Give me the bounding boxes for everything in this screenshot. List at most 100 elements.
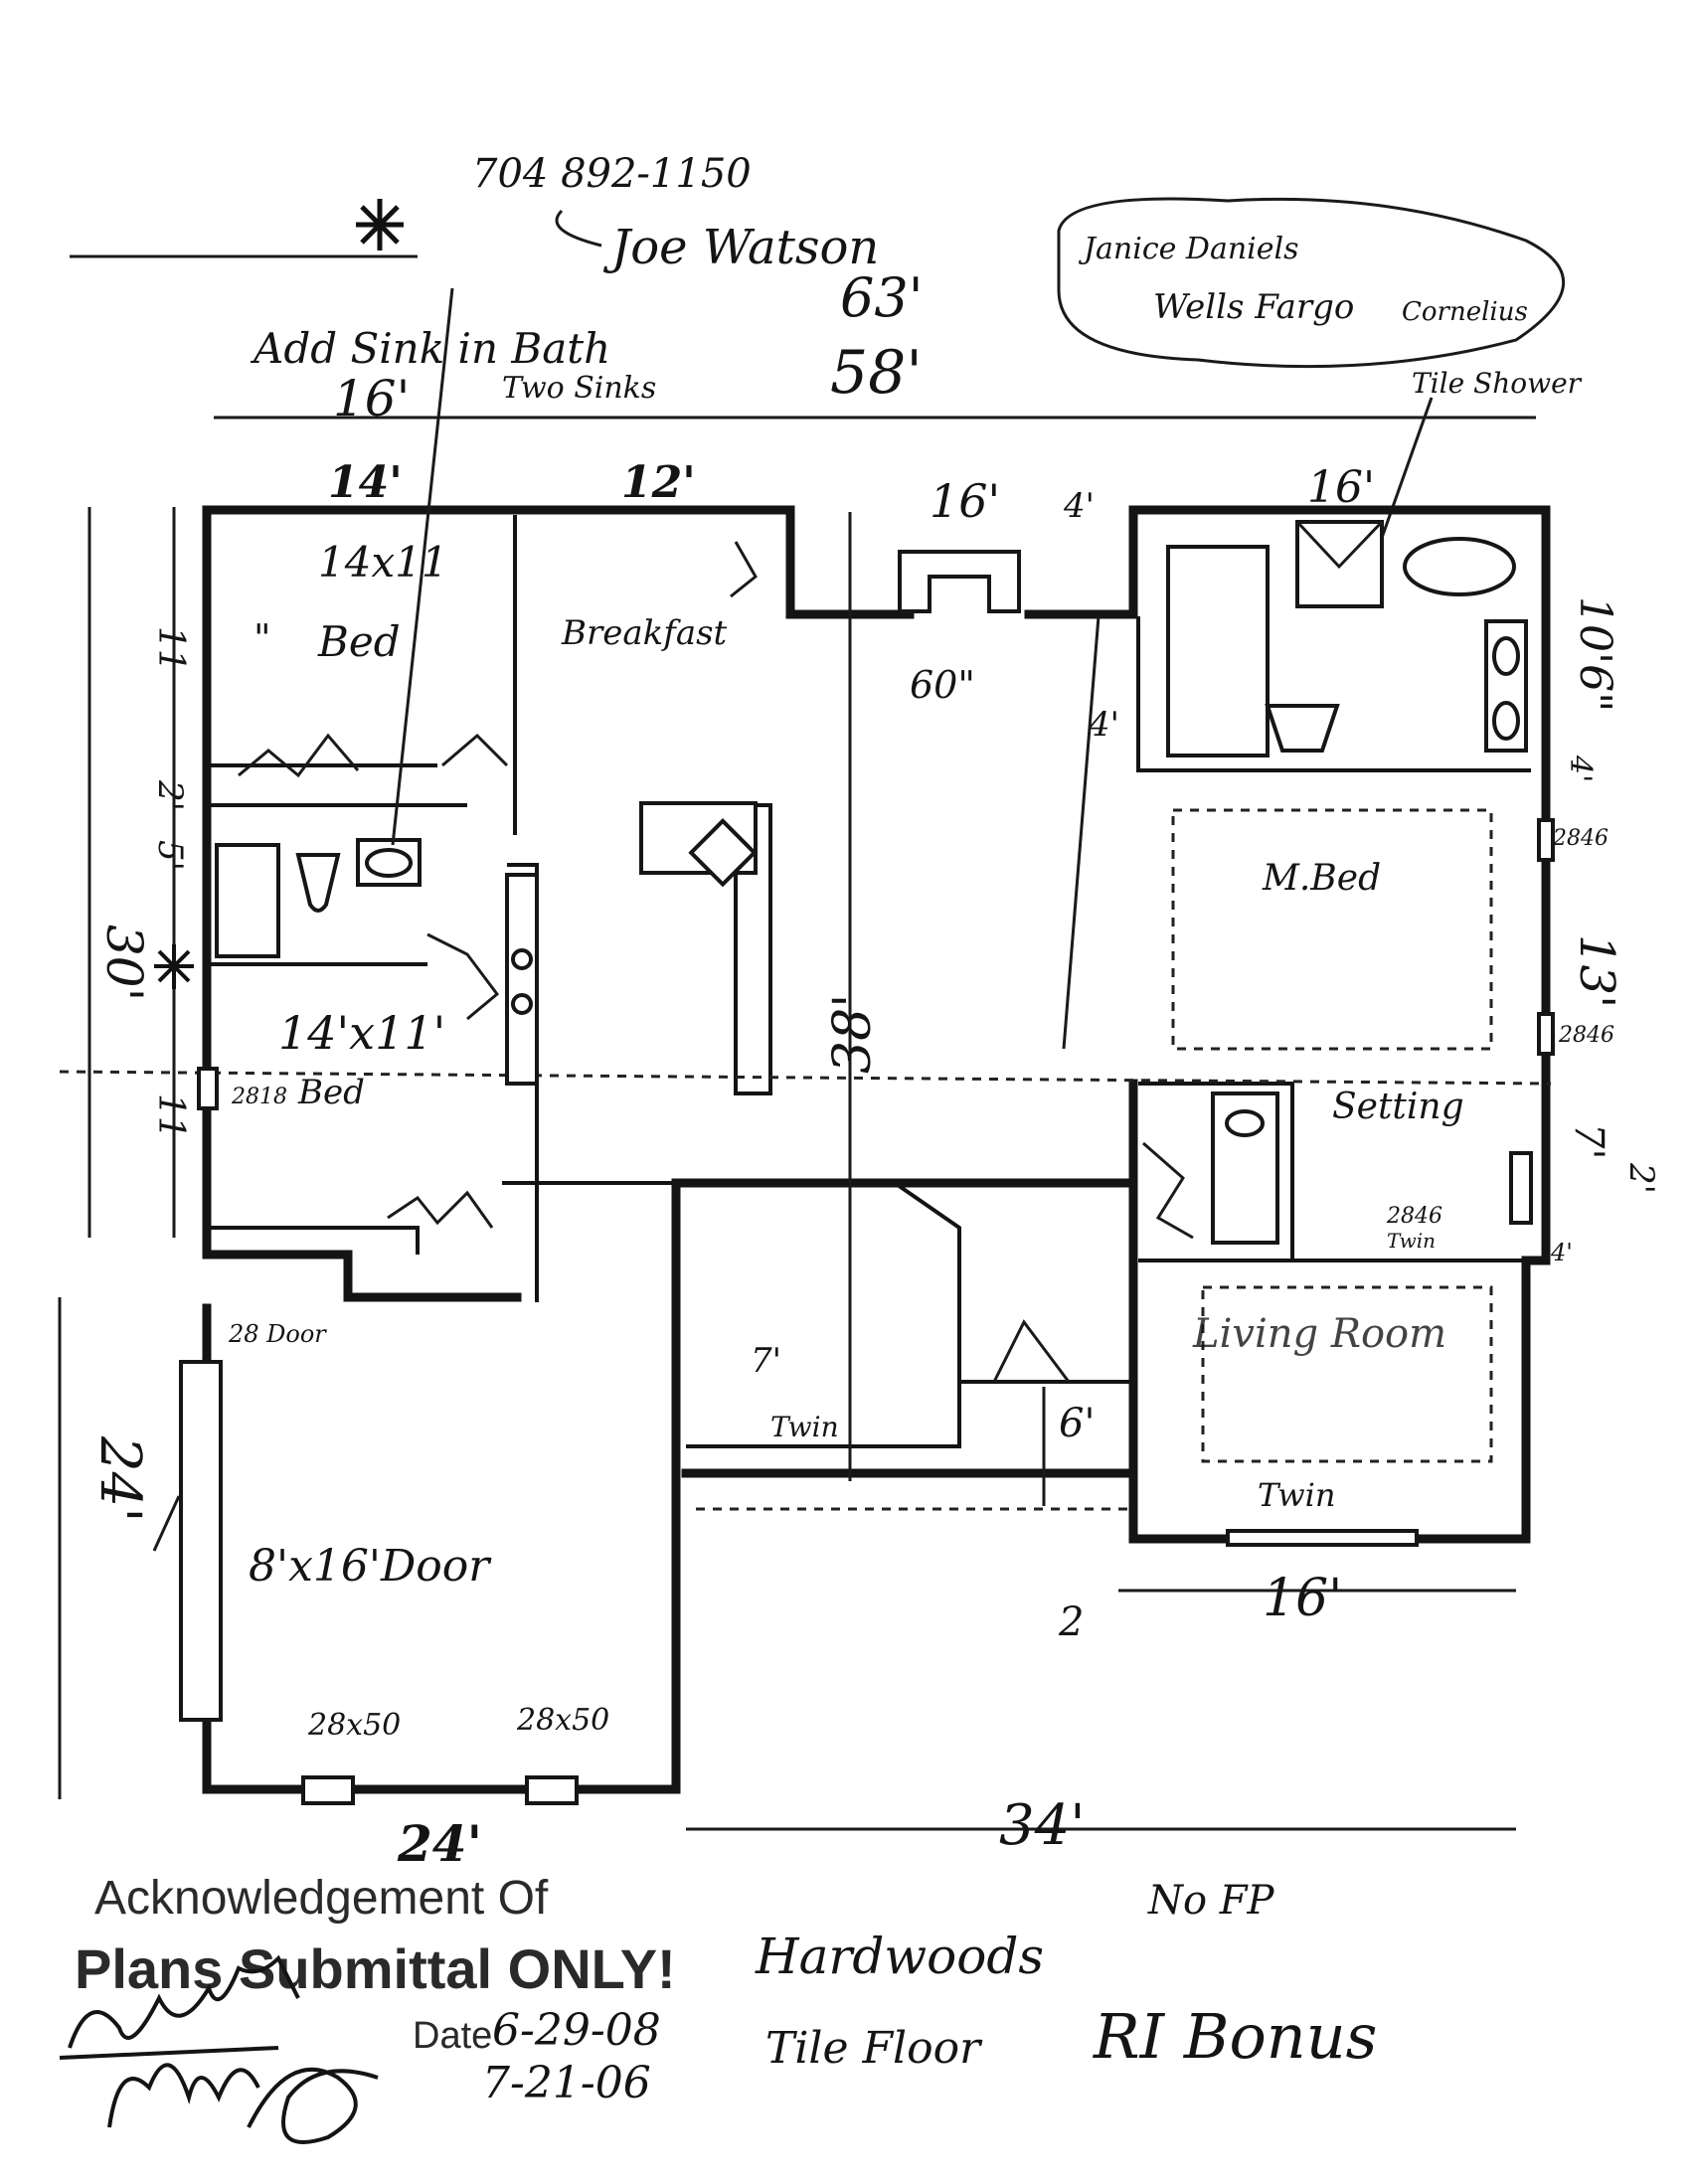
- dim-24-tick: [152, 1495, 181, 1552]
- note-no-fp: No FP: [1147, 1878, 1275, 1924]
- note-two-sinks: Two Sinks: [502, 371, 656, 406]
- dim-10-6-right: 10'6": [1570, 596, 1620, 712]
- kitchen-counter: [505, 873, 539, 1086]
- bed1-door-swing: [441, 733, 509, 767]
- util-door-swing: [992, 1319, 1071, 1383]
- note-tile-floor: Tile Floor: [765, 2023, 983, 2074]
- interior-walls: [211, 515, 1531, 1448]
- bed2-window: [197, 1067, 219, 1110]
- master-window-1: [1537, 818, 1555, 862]
- bed1-closet-doors: [238, 733, 360, 778]
- lender-note-cloud: [1057, 197, 1566, 369]
- bed2-door-swing: [426, 932, 500, 1021]
- dim-16-top: 16': [333, 370, 410, 427]
- dim-11-left-top: 11: [150, 626, 191, 672]
- range-burner-2: [511, 993, 533, 1015]
- stamp-line-1: Acknowledgement Of: [94, 1872, 549, 1925]
- left-asterisk-icon: [154, 944, 194, 989]
- dim-16-bottom: 16': [1263, 1569, 1342, 1628]
- dashed-guides: [59, 808, 1552, 1511]
- master-bath-vanity-2: [1265, 704, 1340, 753]
- garage-window-2-size: 28x50: [516, 1703, 609, 1738]
- cloud-bank: Wells Fargo: [1153, 287, 1354, 327]
- master-door-swing: [1142, 1141, 1194, 1240]
- dim-16-right: 16': [1307, 462, 1375, 513]
- sitting-window-type: Twin: [1387, 1229, 1436, 1253]
- overall-dimension-b: 58': [830, 338, 923, 408]
- sitting-label: Setting: [1332, 1087, 1464, 1127]
- bed2-label: Bed: [297, 1073, 365, 1112]
- stamp-date-label: Date: [413, 2015, 492, 2057]
- dim-4-right: 4': [1563, 755, 1598, 782]
- dim-2-right: 2': [1621, 1162, 1661, 1194]
- sitting-window-size: 2846: [1386, 1204, 1442, 1229]
- toilet-fixture: [295, 853, 341, 913]
- cloud-town: Cornelius: [1402, 297, 1528, 327]
- dim-12: 12': [621, 457, 696, 508]
- garage-door-28: 28 Door: [228, 1320, 327, 1348]
- dim-2-left: 2': [150, 779, 190, 811]
- note-add-sink: Add Sink in Bath: [250, 324, 610, 373]
- range-burner-1: [511, 948, 533, 970]
- note-hardwoods: Hardwoods: [755, 1928, 1044, 1985]
- garage-side-door: [179, 1360, 223, 1722]
- tile-shower-note: Tile Shower: [1412, 367, 1583, 400]
- master-window-2-size: 2846: [1558, 1023, 1614, 1048]
- dim-30-left: 30': [95, 924, 153, 1001]
- fireplace-hearth: [898, 550, 1021, 613]
- master-window-2: [1537, 1012, 1555, 1056]
- garage-window-1: [301, 1775, 355, 1805]
- dim-4-mid: 4': [1088, 705, 1119, 745]
- dim-line-4-mid: [1062, 615, 1101, 1050]
- bed2-size: 14'x11': [278, 1006, 445, 1060]
- bed2-closet-doors: [387, 1190, 494, 1229]
- garage-window-2: [525, 1775, 579, 1805]
- arrow-phone: [555, 209, 602, 248]
- cooktop-fixture: [688, 818, 758, 888]
- overall-dimension-a: 63': [840, 266, 924, 329]
- north-star-icon: [356, 199, 404, 251]
- bed1-size: 14x11: [318, 538, 448, 587]
- bed2-window-size: 2818: [231, 1085, 287, 1109]
- tile-shower-leader: [1375, 397, 1434, 553]
- dim-24-left: 24': [87, 1435, 152, 1523]
- bed1-label: Bed: [317, 617, 401, 666]
- master-toilet-door: [1295, 520, 1384, 570]
- dim-16-mid: 16': [930, 474, 1000, 528]
- dim-4-top: 4': [1063, 486, 1095, 526]
- util-twin-label: Twin: [770, 1411, 839, 1443]
- garage-door-label: 8'x16'Door: [249, 1541, 492, 1592]
- contact-name: Joe Watson: [602, 220, 879, 275]
- dim-13-right: 13': [1569, 934, 1624, 1008]
- dim-5-left: 5': [150, 840, 190, 871]
- living-label: Living Room: [1192, 1311, 1446, 1357]
- closet-bath-sink: [1225, 1109, 1265, 1137]
- dim-2-bottom: 2: [1058, 1599, 1084, 1645]
- stamp-line-2: Plans Submittal ONLY!: [75, 1937, 676, 2000]
- master-sink-2: [1492, 701, 1520, 741]
- master-shower: [1166, 545, 1270, 757]
- bed1-swing: ": [254, 616, 270, 660]
- master-bed-label: M.Bed: [1262, 858, 1381, 899]
- fireplace-size: 60": [910, 663, 975, 707]
- dim-7-right: 7': [1566, 1123, 1611, 1159]
- approval-signature: [59, 1954, 379, 2144]
- master-tub: [1403, 537, 1516, 596]
- stamp-date-2: 7-21-06: [482, 2058, 651, 2108]
- sink-fixture: [365, 848, 413, 878]
- note-ri-bonus: RI Bonus: [1093, 2000, 1377, 2073]
- dim-11-left-bottom: 11: [150, 1093, 191, 1139]
- sitting-window: [1509, 1151, 1533, 1225]
- dim-4b-right: 4': [1550, 1239, 1573, 1266]
- master-window-1-size: 2846: [1552, 826, 1609, 851]
- dim-6-mid: 6': [1059, 1401, 1095, 1446]
- living-twin-window: [1226, 1529, 1419, 1547]
- breakfast-label: Breakfast: [561, 613, 728, 653]
- dim-7-util: 7': [751, 1341, 781, 1381]
- dim-24-bottom: 24': [397, 1814, 482, 1873]
- sink-note-leader: [391, 287, 454, 846]
- dim-34-bottom: 34': [999, 1793, 1086, 1858]
- dim-38-center: 38': [823, 994, 883, 1074]
- cloud-name: Janice Daniels: [1078, 232, 1299, 266]
